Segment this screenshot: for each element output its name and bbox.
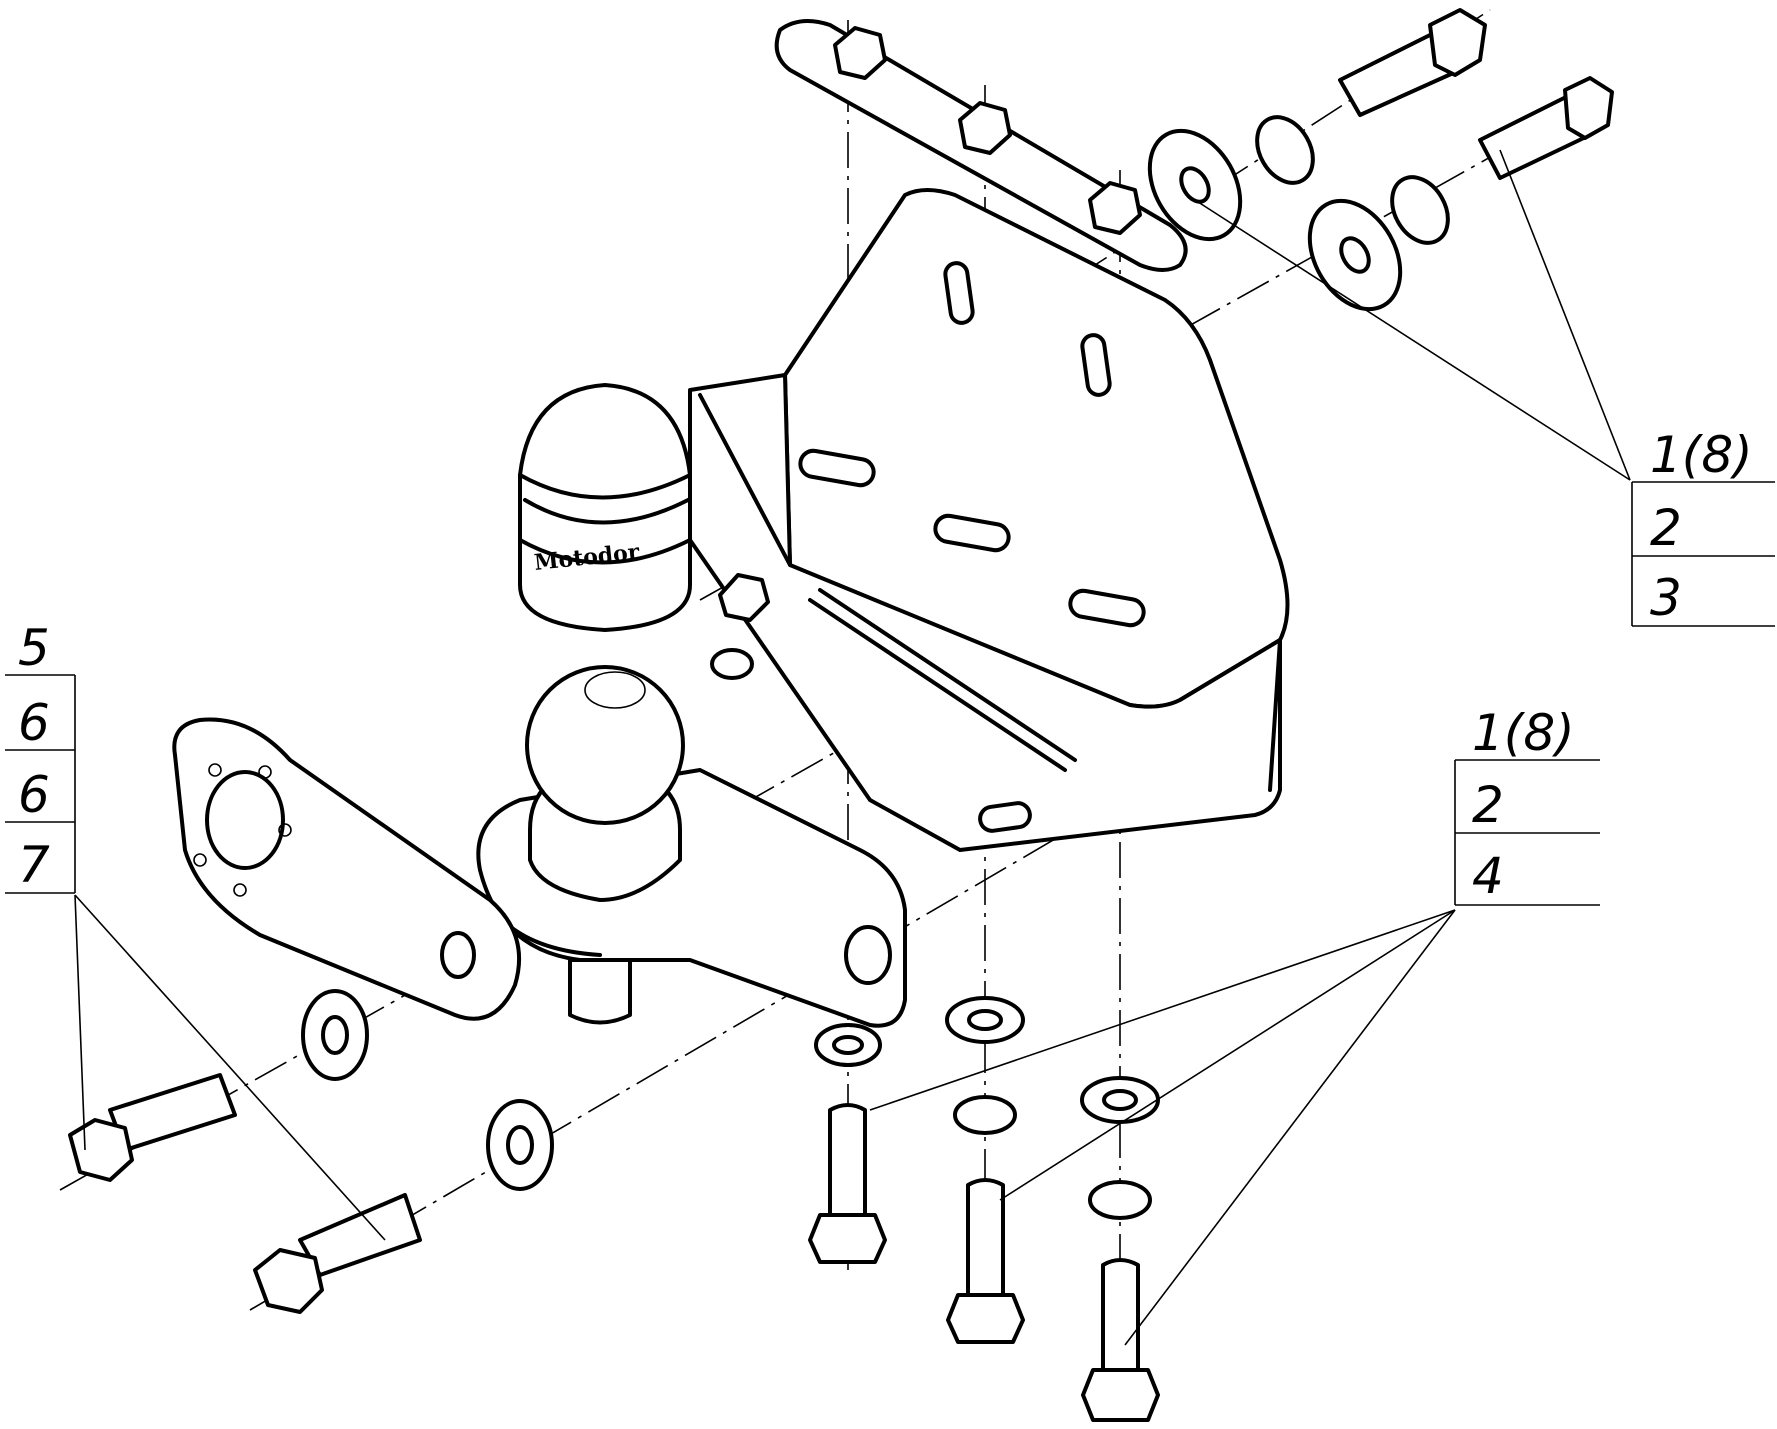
callout-mr-3: 4 bbox=[1472, 847, 1504, 905]
callout-tr-3: 3 bbox=[1650, 569, 1682, 627]
hex-nut-top-2 bbox=[958, 101, 1012, 155]
callout-l-2: 6 bbox=[18, 694, 50, 752]
tow-ball bbox=[525, 665, 685, 902]
callout-top-right: 1(8) 2 3 bbox=[1631, 426, 1775, 627]
callout-left: 5 6 6 7 bbox=[5, 619, 76, 894]
ball-cap: Motodor bbox=[518, 383, 692, 632]
spring-washer-2 bbox=[1390, 175, 1450, 245]
callout-mr-2: 2 bbox=[1472, 776, 1504, 834]
hex-nut-top-1 bbox=[833, 26, 887, 80]
spring-washer-1 bbox=[1255, 115, 1315, 185]
callout-mr-1: 1(8) bbox=[1472, 704, 1575, 762]
hex-nut-side bbox=[718, 573, 770, 622]
bolt-bottom-2 bbox=[966, 1178, 1005, 1297]
top-mounting-plate bbox=[718, 19, 1188, 622]
bolt-bottom-1 bbox=[828, 1103, 867, 1217]
towbar-bracket bbox=[688, 188, 1290, 852]
leader-lines bbox=[74, 149, 1631, 1346]
callout-middle-right: 1(8) 2 4 bbox=[1454, 704, 1600, 906]
callout-l-3: 6 bbox=[18, 766, 50, 824]
top-right-fasteners bbox=[1147, 8, 1614, 312]
socket-bracket bbox=[172, 717, 522, 1021]
callout-tr-1: 1(8) bbox=[1650, 426, 1753, 484]
callout-l-1: 5 bbox=[18, 619, 50, 677]
spring-washer-b2 bbox=[953, 1095, 1017, 1135]
lower-left-fasteners bbox=[68, 989, 554, 1314]
callout-tr-2: 2 bbox=[1650, 499, 1682, 557]
bottom-fasteners bbox=[808, 996, 1160, 1422]
callout-l-4: 7 bbox=[18, 836, 50, 894]
spring-washer-b3 bbox=[1088, 1180, 1152, 1220]
bolt-bottom-3 bbox=[1101, 1258, 1140, 1372]
hex-nut-top-3 bbox=[1088, 181, 1142, 235]
